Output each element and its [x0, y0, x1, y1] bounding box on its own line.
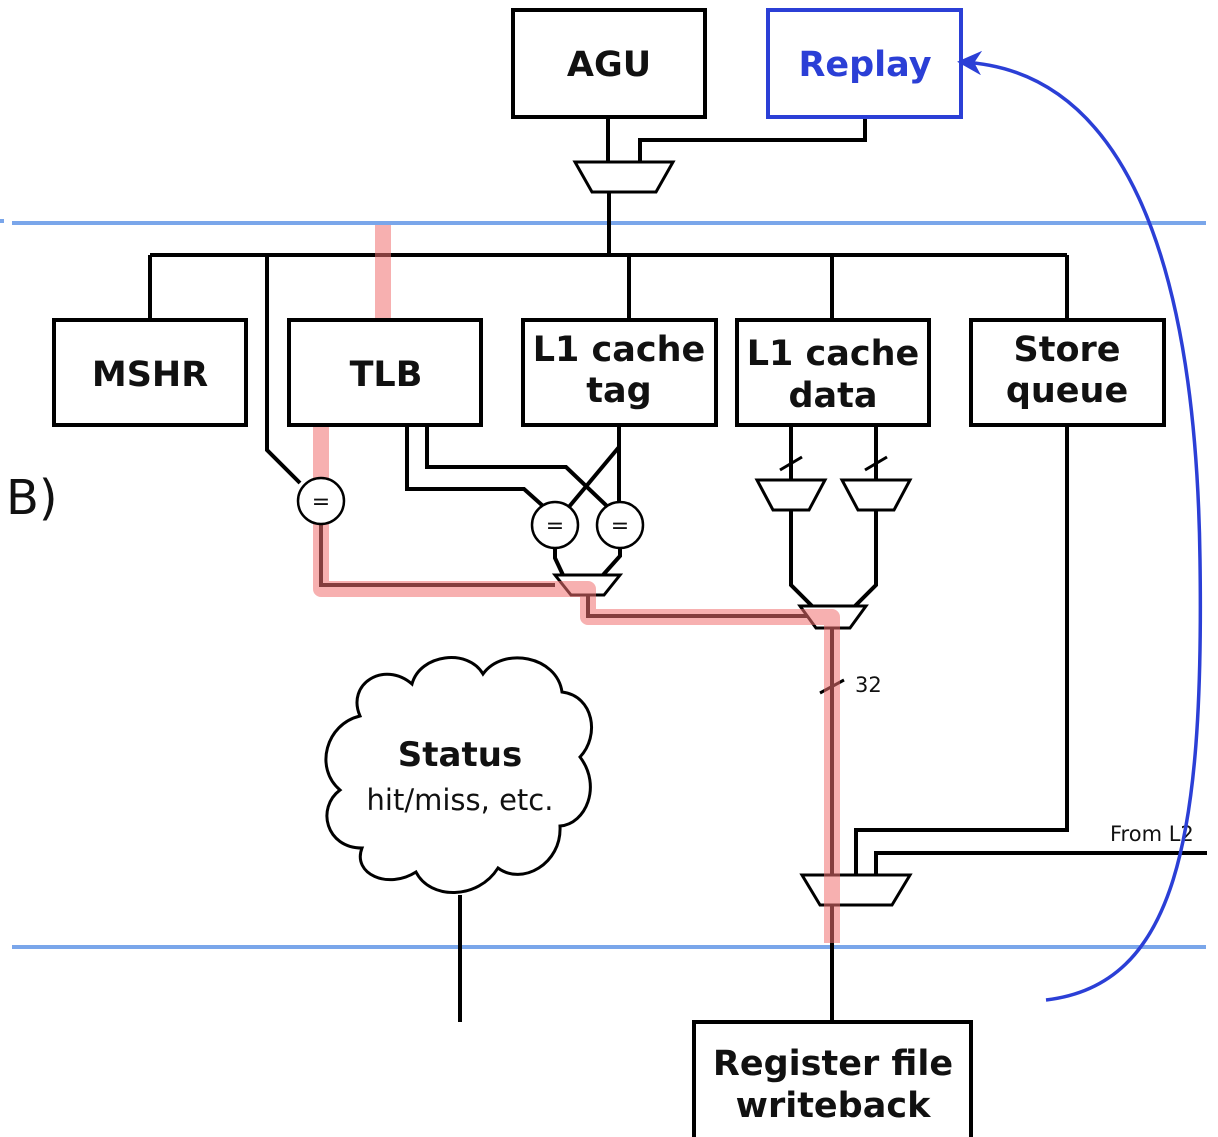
- tlb-hit-comparator: [296, 476, 346, 526]
- comparator-symbol: =: [611, 514, 629, 539]
- mshr-block: [52, 318, 248, 427]
- from-l2-wire: [874, 851, 1207, 875]
- store-queue-forward-wire: [854, 425, 1069, 875]
- store-queue-label-line1: Store: [1014, 330, 1121, 370]
- store-queue-label-line2: queue: [1006, 371, 1128, 411]
- mshr-label: MSHR: [92, 355, 208, 395]
- way1-to-data-mux: [853, 510, 878, 608]
- agu-block: [511, 8, 707, 119]
- replay-label: Replay: [798, 45, 931, 85]
- bus-width-label: 32: [855, 673, 882, 697]
- store-queue-block: [969, 318, 1166, 427]
- tlb-to-comparator-a: [405, 425, 545, 508]
- l1-cache-tag-block: [521, 318, 718, 427]
- status-title: Status: [398, 735, 522, 775]
- register-file-writeback-block: [692, 1020, 973, 1137]
- register-file-label-line2: writeback: [736, 1086, 931, 1126]
- tlb-to-comparator-b: [425, 425, 612, 511]
- register-file-label-line1: Register file: [713, 1044, 953, 1084]
- replay-feedback-arrow: [957, 50, 1203, 1002]
- tag-comparator-way1: [595, 500, 645, 550]
- tag-comparator-way0: [530, 500, 580, 550]
- replay-block: [766, 8, 963, 119]
- address-select-mux: [572, 160, 676, 194]
- way0-to-data-mux: [789, 510, 814, 608]
- tlb-label: TLB: [350, 355, 423, 395]
- bus-width-slash-way1: [864, 455, 888, 472]
- comparator-symbol: =: [546, 514, 564, 539]
- from-l2-label: From L2: [1110, 822, 1194, 846]
- tlb-hit-to-mux-wire: [319, 523, 555, 587]
- agu-label: AGU: [567, 45, 651, 85]
- tlb-block: [287, 318, 483, 427]
- data-way1-mux: [839, 478, 913, 512]
- l1-tag-label-line1: L1 cache: [533, 330, 706, 370]
- l1-tag-label-line2: tag: [586, 371, 651, 411]
- l1-cache-data-block: [735, 318, 931, 427]
- l1-data-label-line1: L1 cache: [747, 334, 920, 374]
- writeback-select-mux: [799, 873, 913, 907]
- replay-to-mux-wire: [638, 118, 867, 162]
- data-way0-mux: [754, 478, 828, 512]
- comparator-symbol: =: [312, 490, 330, 515]
- bus-to-comparator-wire: [265, 255, 302, 485]
- status-cloud: [324, 656, 594, 894]
- part-label: B): [6, 470, 58, 526]
- status-subtitle: hit/miss, etc.: [367, 783, 554, 817]
- l1-data-label-line2: data: [788, 376, 877, 416]
- bus-width-slash-way0: [779, 455, 803, 472]
- tag-to-comparator-a: [566, 445, 621, 510]
